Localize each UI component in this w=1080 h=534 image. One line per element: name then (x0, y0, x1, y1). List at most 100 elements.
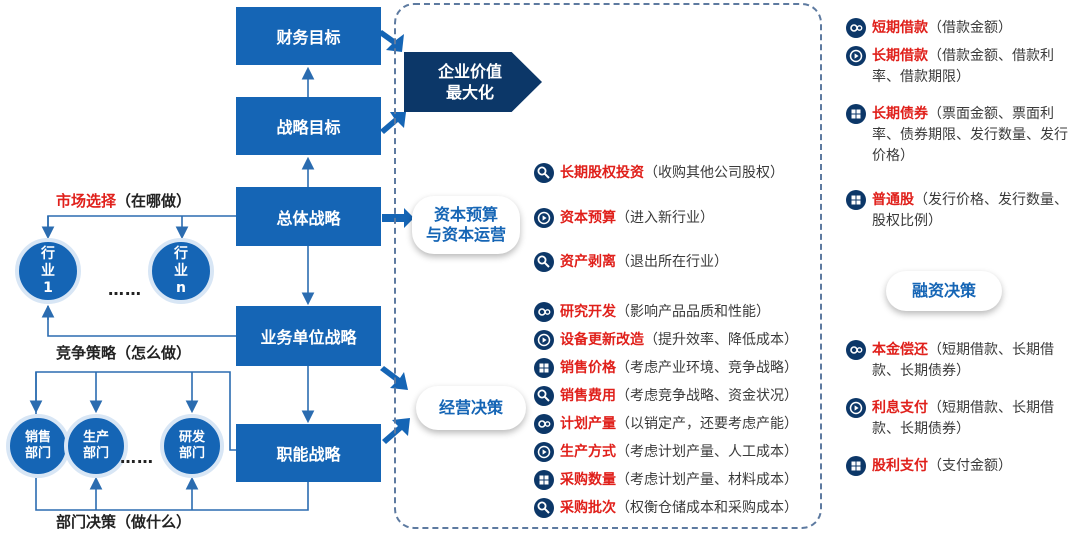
windows-icon (534, 470, 554, 490)
value-max-line1: 企业价值 (437, 62, 502, 81)
decision-item-text: 采购批次（权衡仓储成本和采购成本） (560, 498, 798, 519)
decision-item-text: 采购数量（考虑计划产量、材料成本） (560, 470, 798, 491)
arrow-finance-to-value (378, 30, 404, 52)
decision-item-description: （进入新行业） (616, 210, 714, 226)
decision-item: 设备更新改造（提升效率、降低成本） (534, 330, 798, 351)
decision-item-text: 研究开发（影响产品品质和性能） (560, 302, 770, 323)
strategy-goal-label: 战略目标 (276, 118, 341, 137)
sales-department-circle: 销售部门 (6, 414, 70, 478)
play-icon (846, 46, 866, 66)
finance-goal-label: 财务目标 (276, 28, 341, 47)
gear-icon (534, 414, 554, 434)
functional-strategy-box: 职能战略 (236, 424, 381, 482)
compete-bracket (47, 306, 236, 337)
play-icon (534, 330, 554, 350)
windows-icon (846, 104, 866, 124)
decision-item: 短期借款（借款金额） (846, 18, 1076, 39)
decision-item-text: 普通股（发行价格、发行数量、股权比例） (872, 190, 1076, 232)
market-bracket (47, 215, 236, 234)
decision-item-description: （借款金额） (928, 20, 1012, 36)
competitive-strategy-label: 竞争策略（怎么做） (56, 344, 192, 362)
decision-item-text: 生产方式（考虑计划产量、人工成本） (560, 442, 798, 463)
decision-item-text: 长期债券（票面金额、票面利率、债券期限、发行数量、发行价格） (872, 104, 1076, 167)
value-maximization-banner: 企业价值最大化 (404, 52, 542, 112)
decision-item-description: （提升效率、降低成本） (644, 332, 798, 348)
play-icon (534, 208, 554, 228)
market-choice-question: （在哪做） (116, 192, 192, 210)
industry-1-line1: 行 (41, 245, 55, 262)
windows-icon (534, 358, 554, 378)
play-icon (846, 398, 866, 418)
functional-strategy-label: 职能战略 (276, 445, 341, 464)
capital-budget-pill: 资本预算与资本运营 (412, 196, 520, 254)
decision-item: 生产方式（考虑计划产量、人工成本） (534, 442, 798, 463)
rnd-dept-line1: 研发 (178, 430, 205, 445)
department-ellipsis: …… (120, 448, 154, 467)
industry-1-line2: 业 (41, 262, 55, 279)
decision-item-text: 长期股权投资（收购其他公司股权） (560, 163, 784, 184)
search-icon (534, 163, 554, 183)
decision-item-keyword: 本金偿还 (872, 342, 928, 358)
dept-bracket-bottom (35, 478, 309, 511)
decision-item: 研究开发（影响产品品质和性能） (534, 302, 770, 323)
finance-goal-box: 财务目标 (236, 7, 381, 65)
industry-1-line3: 1 (43, 279, 53, 296)
decision-item-description: （以销定产，还要考虑产能） (616, 416, 798, 432)
decision-item: 普通股（发行价格、发行数量、股权比例） (846, 190, 1076, 232)
operating-decision-pill: 经营决策 (416, 386, 526, 430)
search-icon (534, 386, 554, 406)
decision-item-description: （发行价格、发行数量、股权比例） (872, 192, 1068, 229)
decision-item: 采购批次（权衡仓储成本和采购成本） (534, 498, 798, 519)
decision-item: 资本预算（进入新行业） (534, 208, 714, 229)
decision-item: 资产剥离（退出所在行业） (534, 252, 728, 273)
strategy-goal-box: 战略目标 (236, 97, 381, 155)
sales-dept-line1: 销售 (24, 430, 51, 445)
sales-dept-line2: 部门 (24, 446, 51, 461)
capital-budget-line2: 与资本运营 (425, 225, 506, 244)
decision-item-description: （影响产品品质和性能） (616, 304, 770, 320)
decision-item-keyword: 股利支付 (872, 458, 928, 474)
search-icon (534, 498, 554, 518)
decision-item-keyword: 长期借款 (872, 48, 928, 64)
decision-item-description: （收购其他公司股权） (644, 165, 784, 181)
decision-item-description: （短期借款、长期借款、长期债券） (872, 400, 1054, 437)
industry-ellipsis: …… (108, 280, 142, 299)
play-icon (534, 442, 554, 462)
decision-panel (394, 3, 822, 529)
decision-item-keyword: 设备更新改造 (560, 332, 644, 348)
decision-item: 采购数量（考虑计划产量、材料成本） (534, 470, 798, 491)
decision-item-keyword: 采购数量 (560, 472, 616, 488)
decision-item: 计划产量（以销定产，还要考虑产能） (534, 414, 798, 435)
production-department-circle: 生产部门 (64, 414, 128, 478)
decision-item: 本金偿还（短期借款、长期借款、长期债券） (846, 340, 1076, 382)
decision-item: 销售费用（考虑竞争战略、资金状况） (534, 386, 798, 407)
decision-item-keyword: 资产剥离 (560, 254, 616, 270)
decision-item-description: （考虑计划产量、人工成本） (616, 444, 798, 460)
overall-strategy-box: 总体战略 (236, 187, 381, 246)
decision-item-text: 利息支付（短期借款、长期借款、长期债券） (872, 398, 1076, 440)
decision-item-description: （权衡仓储成本和采购成本） (616, 500, 798, 516)
decision-item: 长期债券（票面金额、票面利率、债券期限、发行数量、发行价格） (846, 104, 1076, 167)
rnd-department-circle: 研发部门 (160, 414, 224, 478)
decision-item-text: 资本预算（进入新行业） (560, 208, 714, 229)
decision-item-keyword: 普通股 (872, 192, 914, 208)
decision-item-description: （考虑计划产量、材料成本） (616, 472, 798, 488)
search-icon (534, 252, 554, 272)
overall-strategy-label: 总体战略 (276, 208, 341, 228)
arrow-strategy-to-value (380, 112, 406, 134)
decision-item-text: 销售价格（考虑产业环境、竞争战略） (560, 358, 798, 379)
windows-icon (846, 456, 866, 476)
decision-item-text: 销售费用（考虑竞争战略、资金状况） (560, 386, 798, 407)
arrow-overall-to-capital (382, 208, 414, 228)
decision-item-description: （支付金额） (928, 458, 1012, 474)
gear-icon (534, 302, 554, 322)
decision-item-keyword: 长期股权投资 (560, 165, 644, 181)
decision-item-keyword: 短期借款 (872, 20, 928, 36)
decision-item: 股利支付（支付金额） (846, 456, 1076, 477)
financing-decision-pill: 融资决策 (886, 271, 1002, 311)
decision-item-keyword: 销售费用 (560, 388, 616, 404)
decision-item-text: 本金偿还（短期借款、长期借款、长期债券） (872, 340, 1076, 382)
